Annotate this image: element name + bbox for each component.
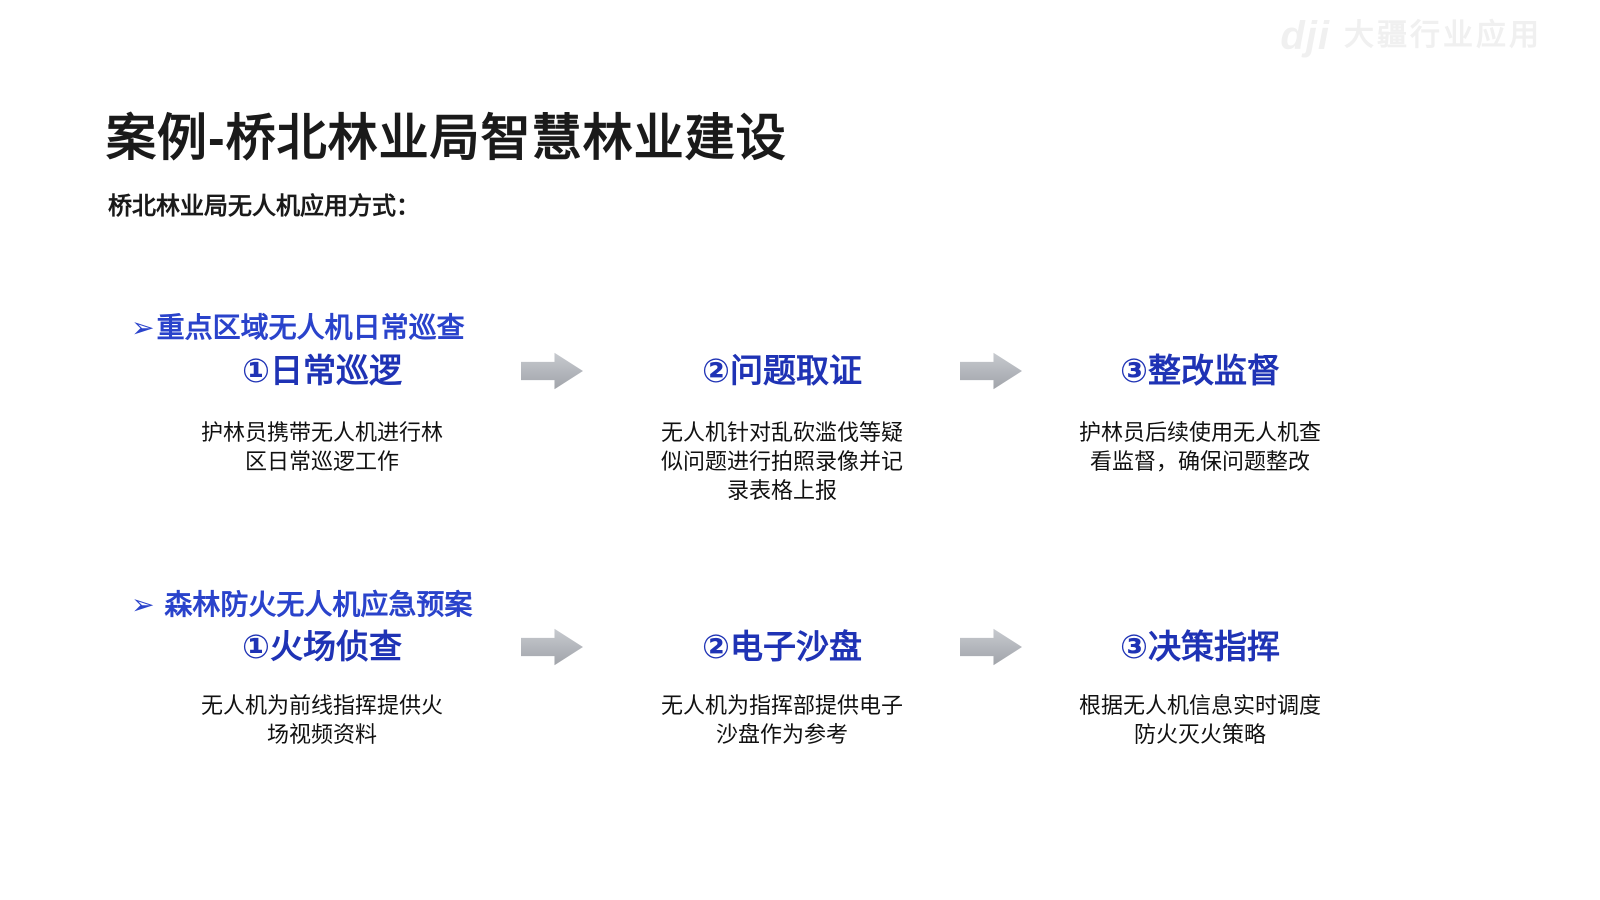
right-arrow-icon	[960, 352, 1022, 390]
right-arrow-icon	[521, 352, 583, 390]
brand-watermark: dji 大疆行业应用	[1280, 16, 1542, 56]
dji-logo: dji	[1280, 14, 1330, 58]
flow-steps-row-1: ①日常巡逻 ②问题取证 ③整改监督	[172, 348, 1350, 394]
right-arrow-icon	[521, 628, 583, 666]
section-header-fire-emergency: ➢ 森林防火无人机应急预案	[100, 551, 472, 655]
step-title-1-1: ①日常巡逻	[242, 352, 402, 389]
arrow-cell	[932, 624, 1050, 670]
brand-watermark-text: 大疆行业应用	[1344, 19, 1542, 52]
step-description-1-1: 护林员携带无人机进行林区日常巡逻工作	[200, 420, 443, 474]
step-description-2-2: 无人机为指挥部提供电子沙盘作为参考	[660, 693, 903, 747]
step-description-2-3: 根据无人机信息实时调度防火灭火策略	[1078, 693, 1321, 747]
right-arrow-icon	[960, 628, 1022, 666]
step-description-2-1: 无人机为前线指挥提供火场视频资料	[200, 693, 443, 747]
flow-steps-row-2: ①火场侦查 ②电子沙盘 ③决策指挥	[172, 624, 1350, 670]
arrowhead-bullet-icon: ➢	[131, 312, 155, 343]
slide-title: 案例-桥北林业局智慧林业建设	[106, 110, 787, 166]
flow-descriptions-row-1: 护林员携带无人机进行林区日常巡逻工作 无人机针对乱砍滥伐等疑似问题进行拍照录像并…	[172, 418, 1350, 505]
arrow-cell	[472, 348, 632, 394]
step-description-1-3: 护林员后续使用无人机查看监督，确保问题整改	[1078, 420, 1321, 474]
flow-descriptions-row-2: 无人机为前线指挥提供火场视频资料 无人机为指挥部提供电子沙盘作为参考 根据无人机…	[172, 691, 1350, 749]
slide-subtitle: 桥北林业局无人机应用方式：	[108, 193, 420, 220]
arrowhead-bullet-icon: ➢	[131, 589, 155, 620]
section-header-daily-patrol: ➢重点区域无人机日常巡查	[100, 274, 465, 378]
step-title-1-3: ③整改监督	[1120, 352, 1280, 389]
step-description-1-2: 无人机针对乱砍滥伐等疑似问题进行拍照录像并记录表格上报	[660, 420, 903, 503]
arrow-cell	[472, 624, 632, 670]
section-header-label: 森林防火无人机应急预案	[156, 589, 473, 620]
section-header-label: 重点区域无人机日常巡查	[156, 312, 465, 343]
step-title-2-3: ③决策指挥	[1120, 628, 1280, 665]
arrow-cell	[932, 348, 1050, 394]
step-title-2-1: ①火场侦查	[242, 628, 402, 665]
step-title-1-2: ②问题取证	[702, 352, 862, 389]
step-title-2-2: ②电子沙盘	[702, 628, 862, 665]
